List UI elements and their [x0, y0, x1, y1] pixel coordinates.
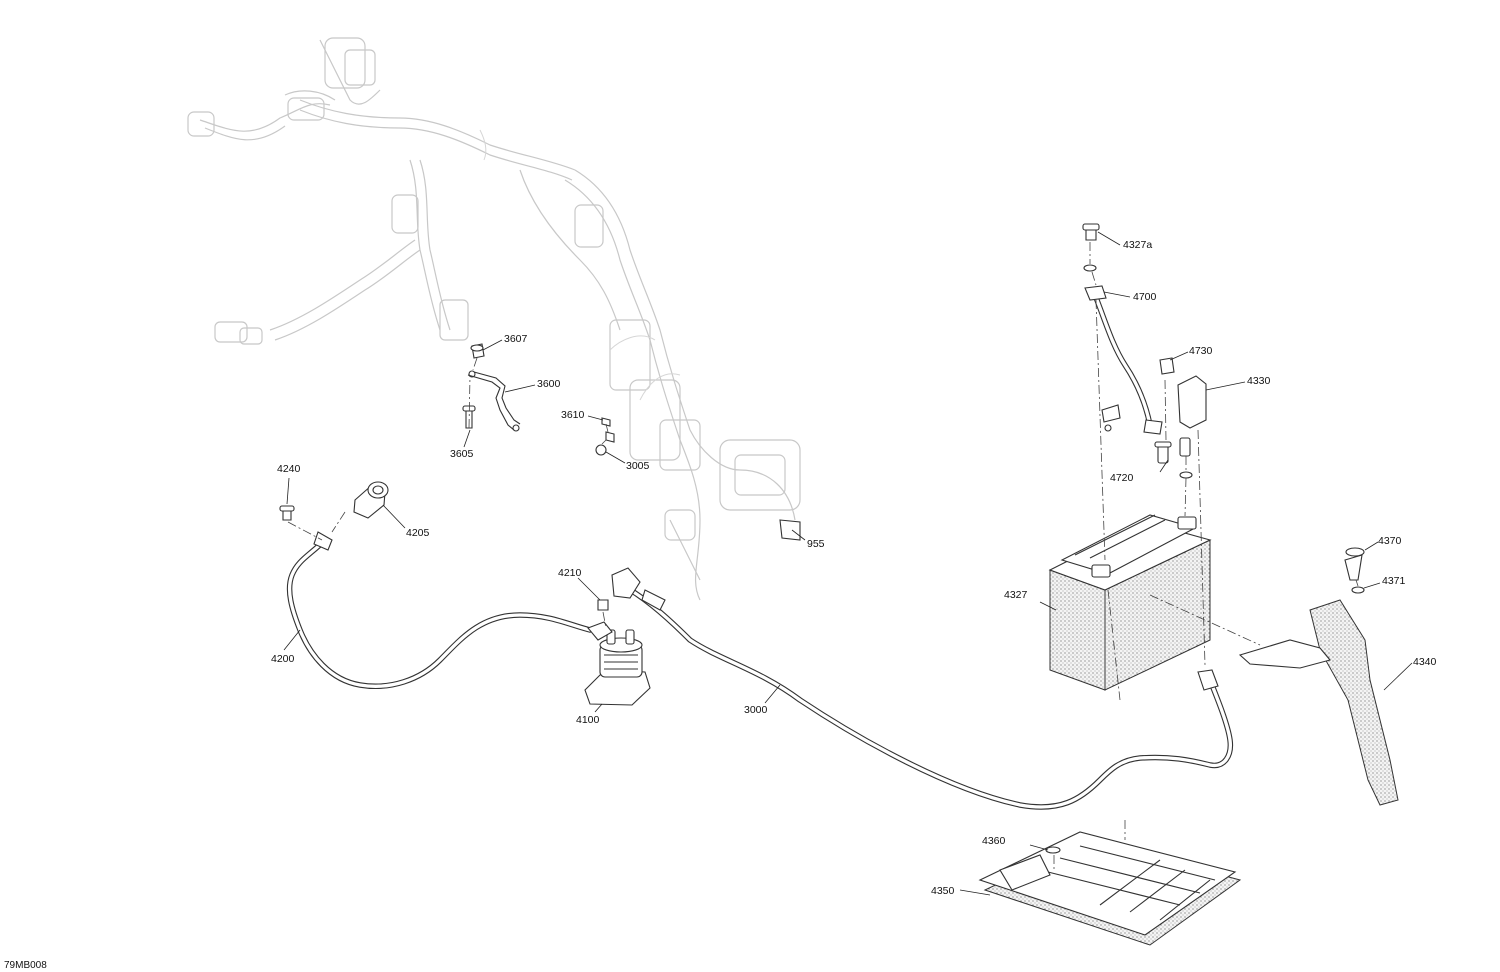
alignment-lines — [287, 242, 1359, 870]
callout-4730: 4730 — [1189, 345, 1213, 357]
callout-3000: 3000 — [744, 704, 768, 716]
callout-955: 955 — [807, 538, 825, 550]
battery-4327 — [1048, 404, 1212, 691]
diagram-code: 79MB008 — [4, 960, 47, 971]
ground-strap-assembly — [462, 343, 615, 456]
callout-4100: 4100 — [576, 714, 600, 726]
callout-4350: 4350 — [931, 885, 955, 897]
callout-4371: 4371 — [1382, 575, 1406, 587]
callout-3610: 3610 — [561, 409, 585, 421]
positive-cable-4200 — [279, 481, 593, 689]
callout-4200: 4200 — [271, 653, 295, 665]
main-cable-3000 — [611, 519, 1234, 810]
callout-3600: 3600 — [537, 378, 561, 390]
callout-labels: 3607 3600 3610 3605 3005 4240 4205 955 4… — [4, 239, 1437, 971]
callout-3607: 3607 — [504, 333, 528, 345]
wiring-harness-ghost — [187, 37, 801, 601]
callout-4327a: 4327a — [1123, 239, 1152, 251]
callout-3605: 3605 — [450, 448, 474, 460]
battery-strap-4700 — [1082, 223, 1207, 479]
callout-4720: 4720 — [1110, 472, 1134, 484]
leader-lines — [283, 231, 1413, 896]
callout-4330: 4330 — [1247, 375, 1271, 387]
solenoid-4100 — [584, 599, 651, 706]
callout-4700: 4700 — [1133, 291, 1157, 303]
callout-4340: 4340 — [1413, 656, 1437, 668]
callout-4210: 4210 — [558, 567, 582, 579]
bracket-4340 — [1238, 547, 1399, 806]
callout-4360: 4360 — [982, 835, 1006, 847]
battery-tray-4350 — [978, 831, 1242, 946]
callout-4327: 4327 — [1004, 589, 1028, 601]
callout-3005: 3005 — [626, 460, 650, 472]
callout-4240: 4240 — [277, 463, 301, 475]
callout-4205: 4205 — [406, 527, 430, 539]
callout-4370: 4370 — [1378, 535, 1402, 547]
